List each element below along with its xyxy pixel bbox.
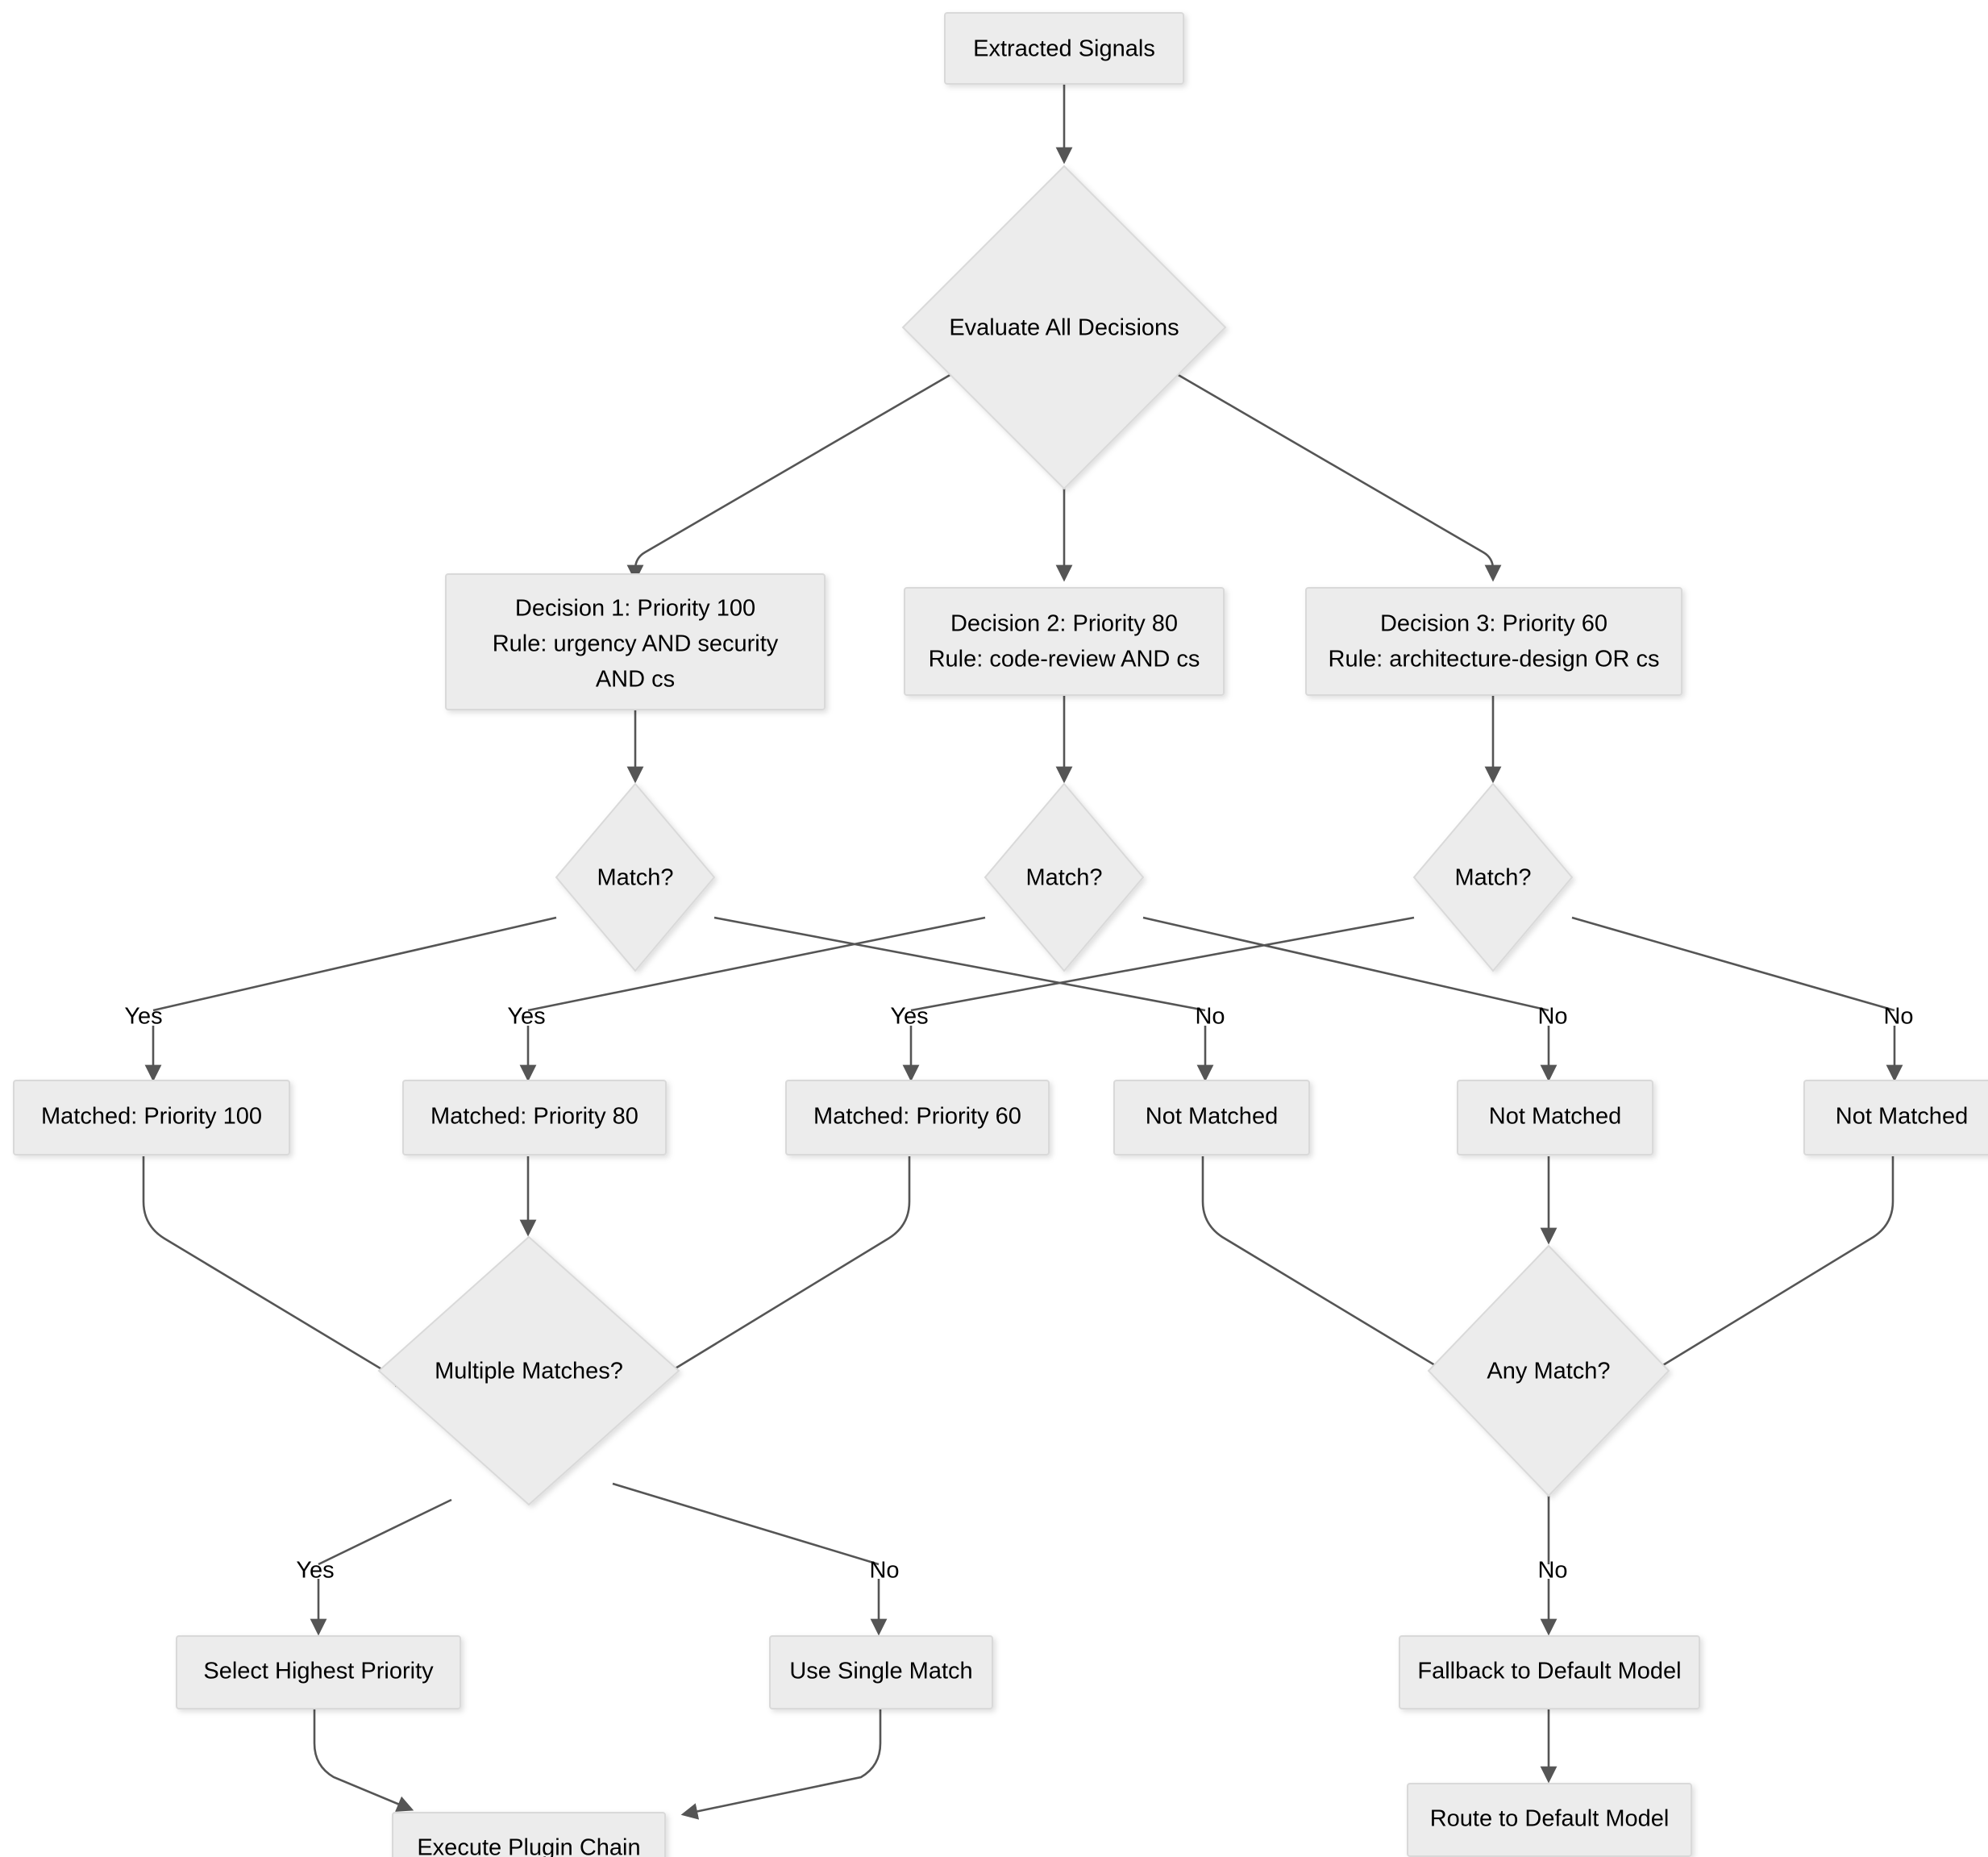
edge-label-match2-yes: Yes (507, 1004, 545, 1030)
node-any-match[interactable]: Any Match? (1427, 1244, 1670, 1497)
node-not-matched-3-label: Not Matched (1836, 1104, 1968, 1130)
node-matched-priority-80-label: Matched: Priority 80 (430, 1104, 638, 1130)
node-multiple-matches[interactable]: Multiple Matches? (377, 1235, 680, 1506)
edge-label-match1-yes: Yes (124, 1004, 162, 1030)
edge-match2-yes (527, 916, 986, 1012)
node-not-matched-2-label: Not Matched (1489, 1104, 1621, 1130)
edge-multiple-no (612, 1482, 880, 1566)
node-route-default-model-label: Route to Default Model (1430, 1806, 1670, 1832)
node-extracted-signals[interactable]: Extracted Signals (944, 12, 1184, 85)
node-evaluate-all-decisions[interactable]: Evaluate All Decisions (901, 164, 1227, 490)
node-use-single-match-label: Use Single Match (789, 1659, 972, 1684)
node-matched-priority-100[interactable]: Matched: Priority 100 (13, 1080, 290, 1155)
edge-notmatched3-to-anymatch (1638, 1156, 1894, 1380)
node-match-1[interactable]: Match? (555, 782, 716, 972)
edge-usesingle-to-execute (680, 1708, 882, 1820)
edge-label-multiple-yes: Yes (296, 1558, 334, 1584)
edge-match3-no (1571, 916, 1895, 1012)
edge-match1-no (713, 916, 1206, 1012)
edge-evaluate-to-decision1 (626, 355, 983, 582)
edge-matched100-to-multiple (142, 1156, 414, 1389)
node-decision-3-line2: Rule: architecture-design OR cs (1329, 647, 1660, 672)
node-decision-1[interactable]: Decision 1: Priority 100 Rule: urgency A… (445, 573, 826, 710)
node-not-matched-1-label: Not Matched (1146, 1104, 1278, 1130)
node-multiple-matches-label: Multiple Matches? (435, 1359, 623, 1384)
edge-label-multiple-no: No (869, 1558, 899, 1584)
edge-select-to-execute (313, 1708, 414, 1812)
node-layer: Extracted Signals Evaluate All Decisions… (13, 12, 1988, 1857)
edge-label-match3-no: No (1883, 1004, 1913, 1030)
node-decision-2-line1: Decision 2: Priority 80 (950, 611, 1178, 637)
node-route-default-model[interactable]: Route to Default Model (1407, 1783, 1692, 1857)
edge-matched60-to-multiple (643, 1156, 911, 1389)
node-match-2-label: Match? (1025, 865, 1102, 891)
node-select-highest-priority[interactable]: Select Highest Priority (176, 1635, 461, 1709)
node-any-match-label: Any Match? (1487, 1359, 1610, 1384)
node-decision-2-line2: Rule: code-review AND cs (929, 647, 1200, 672)
node-fallback-default-model[interactable]: Fallback to Default Model (1399, 1635, 1700, 1709)
edge-label-match3-yes: Yes (890, 1004, 928, 1030)
node-not-matched-2[interactable]: Not Matched (1457, 1080, 1653, 1155)
node-decision-1-line2: Rule: urgency AND security (493, 631, 779, 657)
node-decision-1-line1: Decision 1: Priority 100 (515, 596, 755, 622)
node-use-single-match[interactable]: Use Single Match (769, 1635, 993, 1709)
edge-layer (142, 84, 1903, 1820)
node-fallback-default-model-label: Fallback to Default Model (1417, 1659, 1681, 1684)
node-matched-priority-60-label: Matched: Priority 60 (813, 1104, 1021, 1130)
node-decision-1-line3: AND cs (596, 667, 675, 693)
edge-notmatched1-to-anymatch (1201, 1156, 1460, 1380)
edge-match3-yes (910, 916, 1415, 1012)
node-not-matched-3[interactable]: Not Matched (1803, 1080, 1988, 1155)
node-not-matched-1[interactable]: Not Matched (1113, 1080, 1310, 1155)
node-extracted-signals-label: Extracted Signals (973, 36, 1155, 62)
edge-multiple-yes (318, 1498, 452, 1566)
node-select-highest-priority-label: Select Highest Priority (203, 1659, 434, 1684)
node-matched-priority-60[interactable]: Matched: Priority 60 (785, 1080, 1050, 1155)
edge-label-layer: Yes Yes Yes No No No Yes No No (124, 1004, 1913, 1584)
node-matched-priority-100-label: Matched: Priority 100 (41, 1104, 262, 1130)
node-matched-priority-80[interactable]: Matched: Priority 80 (402, 1080, 667, 1155)
edge-label-match2-no: No (1537, 1004, 1567, 1030)
edge-evaluate-to-decision3 (1146, 355, 1502, 582)
node-decision-3-line1: Decision 3: Priority 60 (1380, 611, 1607, 637)
node-match-1-label: Match? (597, 865, 673, 891)
node-decision-3[interactable]: Decision 3: Priority 60 Rule: architectu… (1305, 587, 1682, 696)
edge-match2-no (1142, 916, 1549, 1012)
node-match-3-label: Match? (1454, 865, 1531, 891)
node-decision-2[interactable]: Decision 2: Priority 80 Rule: code-revie… (904, 587, 1225, 696)
node-match-2[interactable]: Match? (984, 782, 1145, 972)
node-evaluate-all-decisions-label: Evaluate All Decisions (949, 315, 1179, 341)
node-match-3[interactable]: Match? (1412, 782, 1574, 972)
edge-match1-yes (152, 916, 557, 1012)
node-execute-plugin-chain[interactable]: Execute Plugin Chain (392, 1812, 666, 1857)
node-execute-plugin-chain-label: Execute Plugin Chain (417, 1835, 640, 1857)
edge-label-match1-no: No (1195, 1004, 1225, 1030)
edge-label-anymatch-no: No (1537, 1558, 1567, 1584)
